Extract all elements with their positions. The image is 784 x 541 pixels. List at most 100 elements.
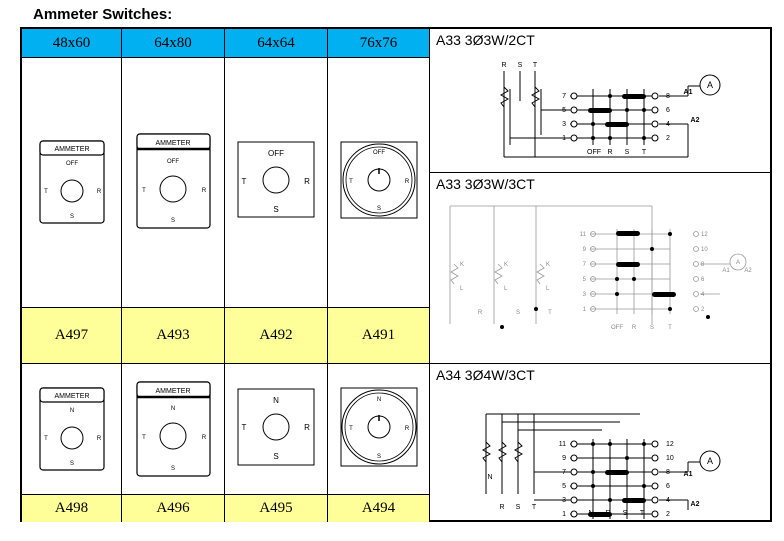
grid-line bbox=[22, 363, 770, 364]
terminal-number: 3 bbox=[562, 121, 566, 128]
position-label: S bbox=[377, 454, 381, 460]
switch-face-64x80-n: AMMETER N T R S bbox=[136, 381, 211, 477]
output-label: A2 bbox=[691, 501, 700, 508]
position-label: OFF bbox=[373, 150, 385, 156]
ammeter-label: A bbox=[707, 80, 713, 90]
position-label: OFF bbox=[167, 159, 179, 165]
switch-name-label: AMMETER bbox=[156, 388, 191, 395]
position-label: T bbox=[242, 423, 247, 432]
terminal-number: 5 bbox=[562, 107, 566, 114]
switch-face-64x64: OFF T R S bbox=[237, 141, 315, 218]
code-A492: A492 bbox=[225, 308, 327, 363]
phase-label: S bbox=[516, 504, 521, 511]
diagram-title: A33 3Ø3W/3CT bbox=[436, 176, 535, 192]
position-label: S bbox=[623, 510, 628, 517]
terminal-number: 3 bbox=[583, 292, 587, 298]
output-label: A2 bbox=[744, 268, 752, 274]
terminal-number: 4 bbox=[666, 497, 670, 504]
ammeter-icon bbox=[699, 450, 721, 472]
grid-line bbox=[22, 307, 429, 308]
code-A494: A494 bbox=[328, 495, 429, 522]
phase-label: S bbox=[516, 310, 520, 316]
terminal-number: 8 bbox=[666, 93, 670, 100]
position-label: N bbox=[273, 396, 279, 405]
code-A496: A496 bbox=[122, 495, 224, 522]
grid-line bbox=[429, 29, 430, 520]
position-label: R bbox=[202, 435, 207, 441]
terminal-number: 6 bbox=[666, 483, 670, 490]
code-A497: A497 bbox=[22, 308, 121, 363]
knob-icon bbox=[60, 179, 84, 203]
terminal-number: 5 bbox=[562, 483, 566, 490]
phase-label: R bbox=[499, 504, 504, 511]
phase-label: R bbox=[478, 310, 483, 316]
output-label: A2 bbox=[691, 117, 700, 124]
ct-label: L bbox=[460, 286, 464, 292]
position-label: S bbox=[650, 325, 654, 331]
terminal-number: 3 bbox=[562, 497, 566, 504]
wiring-diagram-a33-3ct: 11 9 7 5 3 1 12 10 8 6 4 2 K L K L K L O… bbox=[449, 205, 752, 331]
position-label: OFF bbox=[268, 149, 284, 158]
position-label: T bbox=[142, 188, 146, 194]
phase-label: T bbox=[533, 62, 538, 69]
terminal-number: 12 bbox=[701, 232, 708, 238]
ammeter-label: A bbox=[736, 260, 740, 266]
switch-face-48x60: AMMETER OFF T R S bbox=[39, 140, 105, 224]
terminal-number: 11 bbox=[559, 441, 566, 448]
switch-face-64x80: AMMETER OFF T R S bbox=[136, 133, 211, 229]
knob-icon bbox=[159, 175, 187, 203]
terminal-number: 1 bbox=[562, 135, 566, 142]
position-label: R bbox=[304, 177, 310, 186]
output-label: A1 bbox=[722, 268, 730, 274]
phase-label: S bbox=[518, 62, 523, 69]
position-label: R bbox=[405, 426, 410, 432]
output-label: A1 bbox=[684, 471, 693, 478]
phase-label: T bbox=[548, 310, 552, 316]
code-A493: A493 bbox=[122, 308, 224, 363]
header-76x76: 76x76 bbox=[328, 29, 429, 57]
switch-face-76x76-n: N T R S bbox=[340, 387, 418, 467]
grid-line bbox=[327, 29, 328, 520]
switch-name-label: AMMETER bbox=[55, 393, 90, 400]
position-label: S bbox=[171, 218, 175, 224]
phase-label: R bbox=[501, 62, 506, 69]
switch-name-label: AMMETER bbox=[55, 146, 90, 153]
position-label: T bbox=[44, 436, 48, 442]
position-label: R bbox=[304, 423, 310, 432]
ammeter-icon bbox=[699, 74, 721, 96]
terminal-number: 4 bbox=[666, 121, 670, 128]
position-label: OFF bbox=[611, 325, 623, 331]
diagram3-position-labels: N R S T bbox=[588, 510, 644, 517]
terminal-number: 7 bbox=[562, 93, 566, 100]
position-label: N bbox=[70, 408, 74, 414]
position-label: S bbox=[70, 461, 74, 467]
terminal-number: 8 bbox=[666, 469, 670, 476]
position-label: T bbox=[44, 189, 48, 195]
wiring-diagram-a34-3ct: R S T N 11 9 7 5 3 1 12 10 8 6 4 2 A1 A2… bbox=[481, 413, 721, 519]
grid-line bbox=[224, 29, 225, 520]
position-label: R bbox=[605, 510, 610, 517]
position-label: S bbox=[273, 205, 278, 214]
ct-label: L bbox=[504, 286, 508, 292]
code-A491: A491 bbox=[328, 308, 429, 363]
position-label: R bbox=[202, 188, 207, 194]
position-label: T bbox=[668, 325, 672, 331]
terminal-number: 9 bbox=[583, 247, 587, 253]
position-label: R bbox=[97, 189, 102, 195]
position-label: OFF bbox=[587, 149, 601, 156]
header-64x64: 64x64 bbox=[225, 29, 327, 57]
position-label: R bbox=[607, 149, 612, 156]
position-label: R bbox=[97, 436, 102, 442]
position-label: N bbox=[588, 510, 593, 517]
position-label: T bbox=[242, 177, 247, 186]
ct-label: K bbox=[460, 262, 464, 268]
terminal-number: 1 bbox=[562, 511, 566, 518]
header-64x80: 64x80 bbox=[122, 29, 224, 57]
code-A498: A498 bbox=[22, 495, 121, 522]
position-label: S bbox=[70, 214, 74, 220]
terminal-number: 7 bbox=[562, 469, 566, 476]
terminal-number: 10 bbox=[666, 455, 674, 462]
terminal-number: 2 bbox=[666, 135, 670, 142]
switch-face-76x76: OFF T R S bbox=[340, 141, 418, 219]
output-label: A1 bbox=[684, 89, 693, 96]
